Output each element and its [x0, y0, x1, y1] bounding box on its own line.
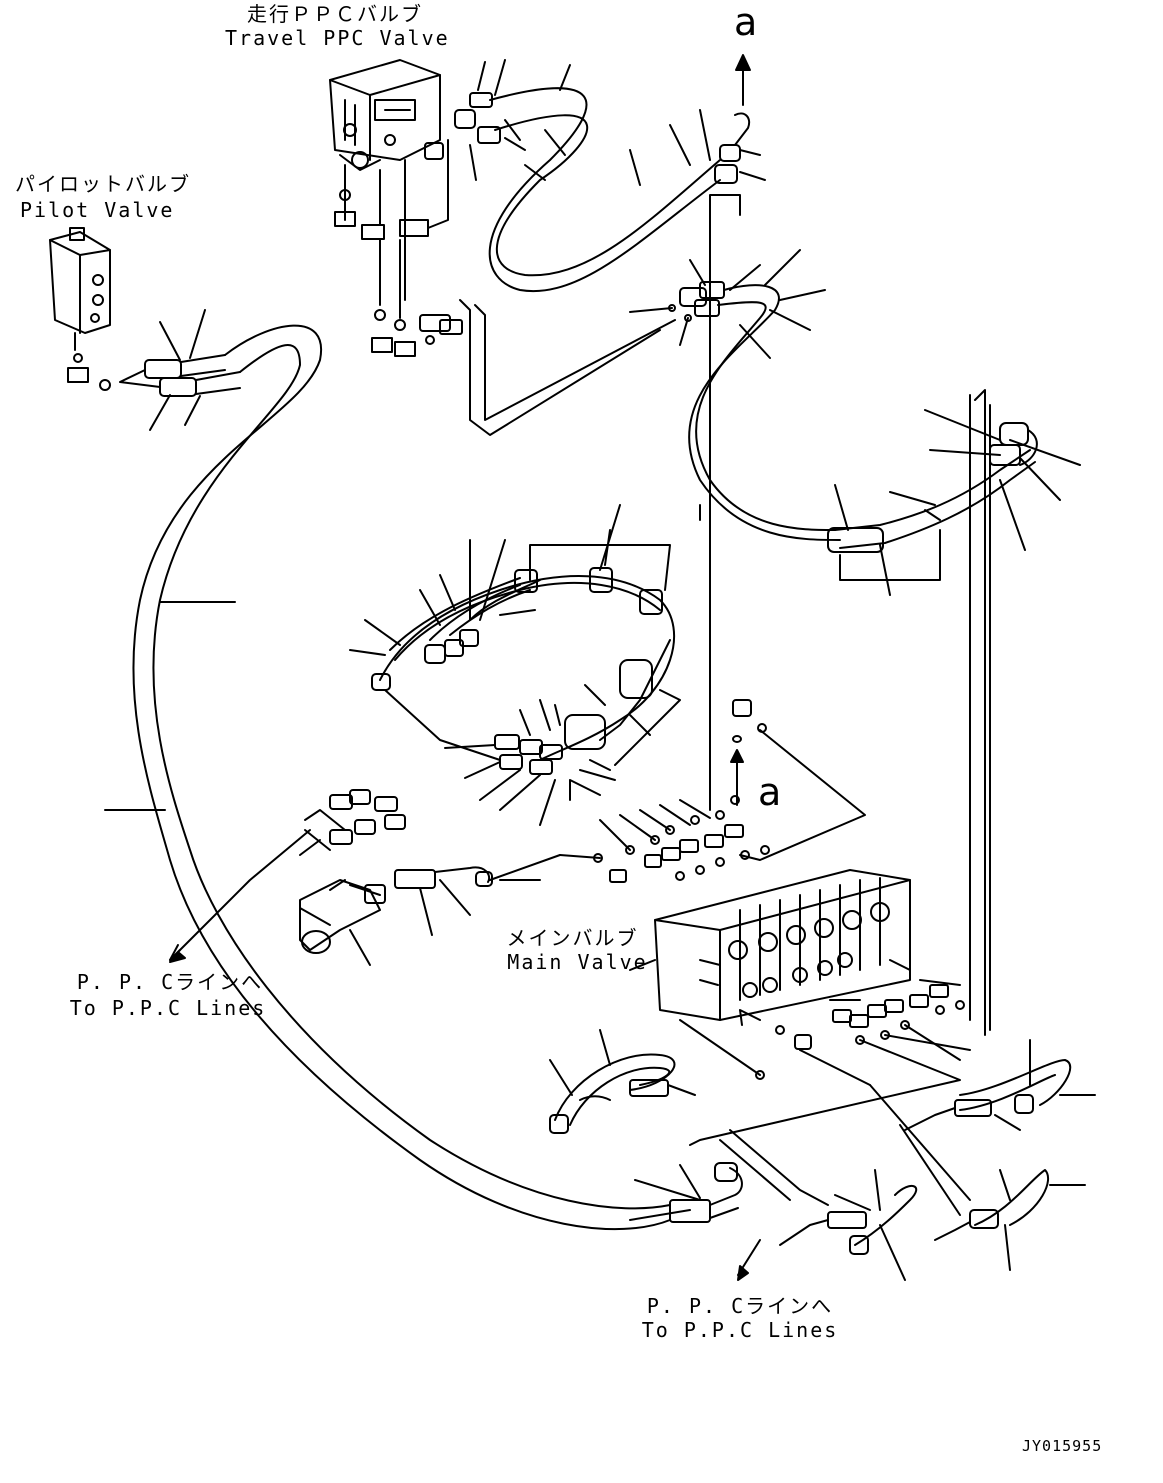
- pilot-valve-label-en: Pilot Valve: [20, 198, 175, 222]
- main-valve-top-fittings: [559, 699, 866, 883]
- travel-ppc-valve: [329, 59, 441, 171]
- main-valve-label-jp: メインバルブ: [506, 926, 639, 950]
- upper-right-fittings: [669, 54, 766, 761]
- main-valve-label-en: Main Valve: [507, 950, 648, 974]
- pilot-hose-fittings: [119, 309, 241, 431]
- center-harness: [349, 504, 681, 826]
- shuttle-valve: [299, 854, 561, 966]
- ppc-lines-left-label-en: To P.P.C Lines: [69, 996, 267, 1020]
- ppc-lines-left-label-jp: P. P. Cラインへ: [76, 970, 264, 994]
- right-hose-bundle: [827, 409, 1081, 596]
- routing-lines: [384, 299, 971, 1281]
- travel-valve-fittings: [334, 139, 463, 357]
- pilot-valve: [49, 227, 111, 391]
- lower-hoses: [549, 1029, 1096, 1281]
- right-vertical-lines: [699, 389, 991, 1036]
- middle-right-hose: [629, 249, 841, 541]
- ppc-lines-right-label-jp: P. P. Cラインへ: [646, 1294, 834, 1318]
- travel-ppc-valve-label-en: Travel PPC Valve: [225, 26, 450, 50]
- connection-marker-mid: a: [758, 770, 782, 814]
- main-valve-bottom-fittings: [679, 959, 971, 1146]
- main-ppc-hose: [104, 324, 671, 1231]
- pilot-valve-label-jp: パイロットバルブ: [15, 172, 191, 196]
- drawing-code: JY015955: [1022, 1437, 1103, 1455]
- travel-ppc-valve-label-jp: 走行ＰＰＣバルブ: [247, 2, 423, 26]
- connection-marker-top: a: [734, 0, 758, 44]
- left-adapters: [169, 789, 406, 963]
- lower-hose-fitting: [634, 1162, 743, 1223]
- travel-hoses: [454, 59, 721, 293]
- ppc-lines-right-label-en: To P.P.C Lines: [641, 1318, 839, 1342]
- main-valve: [629, 869, 911, 1026]
